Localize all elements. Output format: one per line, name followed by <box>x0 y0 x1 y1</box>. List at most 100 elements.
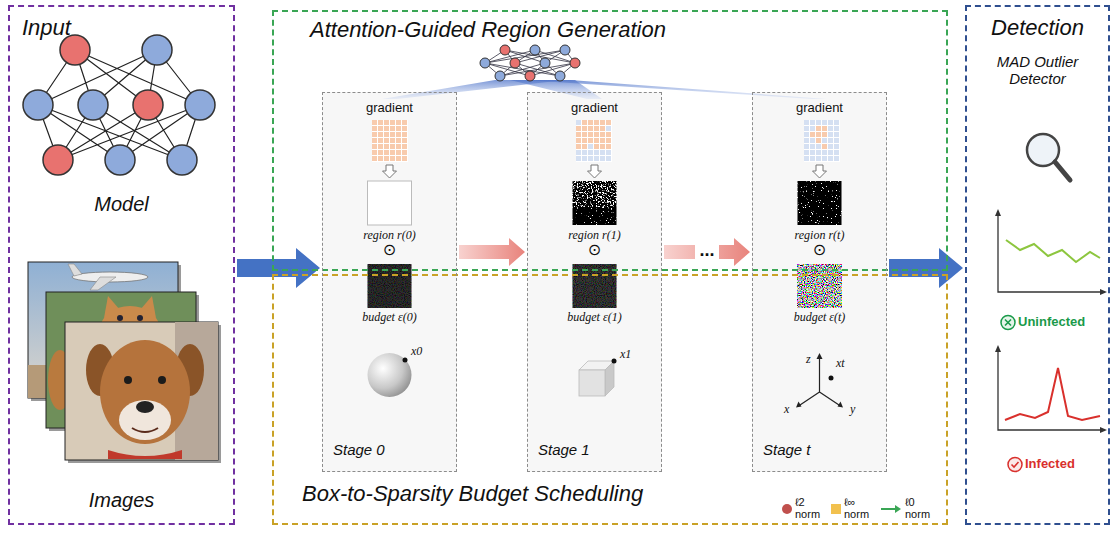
legend-arrow <box>881 508 896 510</box>
image-stack <box>65 322 218 460</box>
gradient-grids <box>372 120 408 162</box>
model-network <box>185 90 215 120</box>
small-network <box>500 45 510 55</box>
stage-backgrounds <box>322 92 457 472</box>
image-stack <box>124 376 132 384</box>
legend-text: ℓ0 norm <box>905 497 933 520</box>
detection-icons <box>998 350 1102 430</box>
small-network <box>555 71 565 81</box>
small-network <box>540 58 550 68</box>
norm-shapes <box>838 402 844 408</box>
stage-backgrounds <box>527 92 662 472</box>
detection-icons <box>1001 316 1015 330</box>
status-label: Infected <box>1025 457 1075 472</box>
region-masks <box>368 181 842 225</box>
legend-item: ℓ0 norm <box>880 497 933 520</box>
legend-text: ℓ∞ norm <box>844 497 872 520</box>
region-label: region r(1) <box>528 229 661 243</box>
detection-icons <box>995 134 1107 472</box>
small-network <box>510 58 520 68</box>
image-stack <box>117 315 123 321</box>
image-stack <box>137 315 143 321</box>
status-label: Uninfected <box>1018 315 1085 330</box>
legend: ℓ2 norm ℓ∞ norm ℓ0 norm <box>782 497 933 520</box>
norm-shapes <box>829 376 834 381</box>
stage-box: gradientregion r(1)⊙budget ε(1)x1Stage 1 <box>527 92 662 472</box>
stage-label: Stage t <box>763 441 811 458</box>
model-network <box>78 90 108 120</box>
detection-icons <box>1012 462 1019 467</box>
model-network <box>23 90 53 120</box>
gradient-grids <box>576 120 612 162</box>
region-masks <box>798 181 842 225</box>
legend-arrow <box>895 505 901 513</box>
hadamard-symbol: ⊙ <box>528 241 661 259</box>
model-network <box>105 145 135 175</box>
gradient-grids <box>372 120 840 162</box>
stage-backgrounds <box>752 92 887 472</box>
legend-item: ℓ2 norm <box>782 497 823 520</box>
image-stack <box>158 376 166 384</box>
model-label: Model <box>10 193 233 216</box>
norm-shapes <box>368 353 844 408</box>
small-network <box>480 45 580 81</box>
input-panel: InputModelImages <box>8 5 235 525</box>
detection-icons <box>995 345 1001 352</box>
hadamard-symbol: ⊙ <box>753 241 886 259</box>
gradient-grids <box>804 120 840 162</box>
legend-ball <box>782 504 792 514</box>
detection-icons <box>1100 427 1107 433</box>
region-label: region r(t) <box>753 229 886 243</box>
detection-icons <box>1006 240 1100 262</box>
gradient-grids <box>372 120 408 162</box>
detection-icons <box>1055 162 1070 180</box>
model-network <box>38 50 200 160</box>
point-label: x0 <box>411 345 422 359</box>
legend-item: ℓ∞ norm <box>831 497 872 520</box>
model-network <box>43 145 73 175</box>
gradient-label: gradient <box>528 101 661 116</box>
axis-label: y <box>850 403 855 417</box>
image-stack <box>136 401 154 413</box>
band-title: Attention-Guided Region Generation <box>310 17 666 42</box>
stage-arrow <box>459 238 525 266</box>
norm-shapes <box>612 359 617 364</box>
point-label: xt <box>836 357 845 371</box>
detection-icons <box>1005 368 1100 420</box>
region-masks <box>573 181 617 225</box>
axis-label: x <box>784 403 789 417</box>
down-arrows <box>588 165 602 178</box>
gradient-label: gradient <box>753 101 886 116</box>
detection-panel: DetectionMAD Outlier DetectorUninfectedI… <box>965 5 1110 525</box>
ellipsis-label: ... <box>695 241 718 259</box>
stage-box: gradientregion r(t)⊙budget ε(t)zxyxtStag… <box>752 92 887 472</box>
detection-icons <box>998 214 1102 292</box>
attention-fan <box>382 80 827 99</box>
flow-arrow <box>889 248 963 288</box>
attention-fan <box>525 80 827 99</box>
budget-label: budget ε(0) <box>323 311 456 325</box>
small-network <box>570 58 580 68</box>
band-title: Box-to-Sparsity Budget Scheduling <box>302 481 643 506</box>
detection-icons <box>995 209 1001 216</box>
image-stack <box>108 450 182 459</box>
stage-backgrounds <box>322 92 887 472</box>
down-arrows <box>383 165 397 178</box>
norm-shapes <box>403 358 408 363</box>
norm-shapes <box>579 370 605 396</box>
stage-box: gradientregion r(0)⊙budget ε(0)x0Stage 0 <box>322 92 457 472</box>
image-stack <box>119 400 171 440</box>
region-masks <box>798 181 842 225</box>
model-network <box>23 35 215 175</box>
small-network <box>530 45 540 55</box>
panel-title: Input <box>22 15 71 40</box>
gradient-label: gradient <box>323 101 456 116</box>
gradient-grids <box>576 120 612 162</box>
norm-shapes <box>605 361 614 396</box>
down-arrows <box>813 165 827 178</box>
model-network <box>167 145 197 175</box>
detection-icons <box>1005 320 1011 326</box>
detection-icons <box>1008 458 1022 472</box>
norm-shapes <box>796 402 802 408</box>
